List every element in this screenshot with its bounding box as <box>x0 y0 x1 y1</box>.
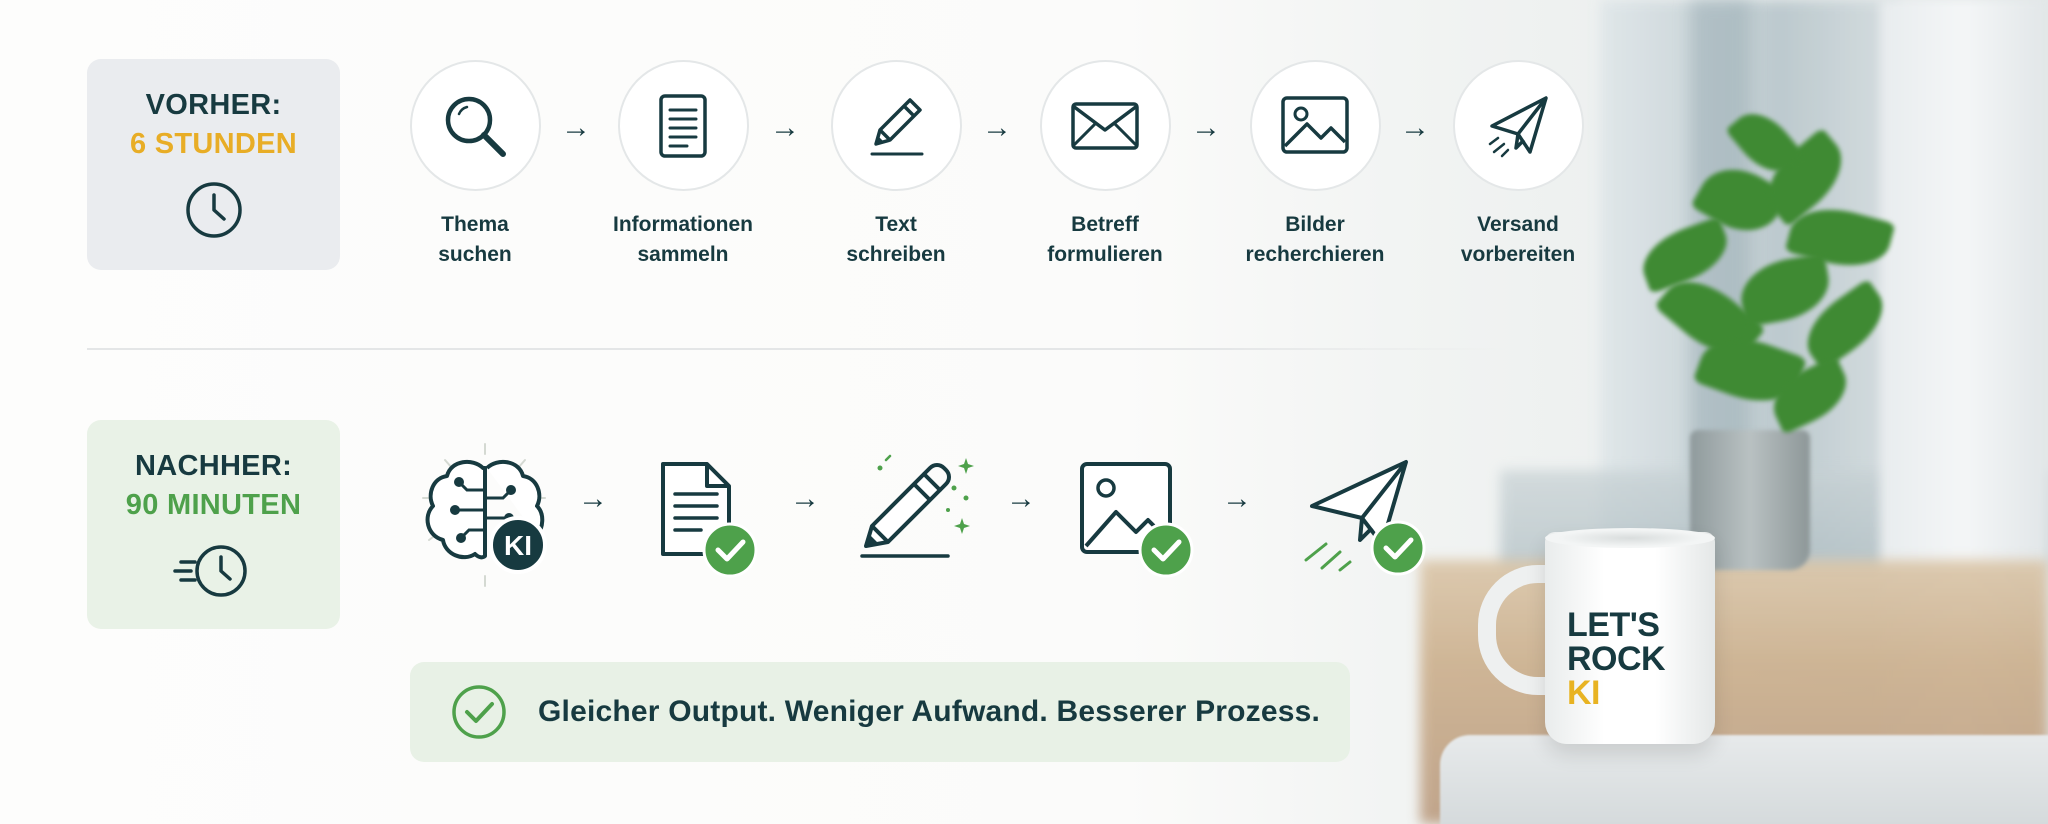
clock-icon <box>185 182 242 238</box>
document-check-icon <box>661 462 758 578</box>
step-circle <box>1039 60 1171 191</box>
envelope-icon <box>1071 101 1139 150</box>
section-divider <box>87 348 1507 350</box>
after-step-image-check <box>1078 460 1198 580</box>
ai-brain-icon: KI <box>422 443 547 587</box>
step-label-line1: Betreff <box>1071 213 1139 236</box>
step-circle <box>830 60 962 191</box>
paper-plane-check-icon <box>1304 460 1426 576</box>
pencil-sparkle-icon <box>860 454 974 558</box>
arrow-icon: → <box>561 111 591 144</box>
arrow-icon: → <box>1400 111 1430 144</box>
before-step-versand-vorbereiten: Versand vorbereiten <box>1418 60 1618 270</box>
after-step-paper-plane-check <box>1300 458 1430 578</box>
document-icon <box>659 93 707 158</box>
summary-text: Gleicher Output. Weniger Aufwand. Besser… <box>538 695 1321 728</box>
check-circle-icon <box>452 685 506 739</box>
image-icon <box>1281 95 1349 154</box>
mug-rim <box>1545 528 1715 548</box>
mug-logo-accent: KI <box>1567 674 1601 712</box>
arrow-icon: → <box>1191 111 1221 144</box>
after-step-document-check <box>655 458 759 578</box>
after-step-ai-brain: KI <box>415 440 555 590</box>
before-step-bilder-recherchieren: Bilder recherchieren <box>1215 60 1415 270</box>
fast-clock-icon <box>172 545 247 597</box>
after-label-box: NACHHER: 90 MINUTEN <box>87 420 340 629</box>
step-circle <box>1249 60 1381 191</box>
image-check-icon <box>1080 462 1194 578</box>
summary-banner: Gleicher Output. Weniger Aufwand. Besser… <box>410 662 1350 762</box>
arrow-icon: → <box>1222 482 1252 515</box>
step-label-line1: Bilder <box>1285 213 1345 236</box>
before-time: 6 STUNDEN <box>129 128 298 160</box>
before-step-informationen-sammeln: Informationen sammeln <box>583 60 783 270</box>
step-label-line2: vorbereiten <box>1460 243 1576 266</box>
mug-logo-line1: LET'S <box>1567 606 1660 644</box>
pencil-icon <box>870 97 924 155</box>
laptop <box>1440 735 2048 824</box>
step-label-line2: sammeln <box>637 243 729 266</box>
mug-logo-line2: ROCK <box>1567 640 1666 678</box>
paper-plane-icon <box>1488 95 1548 157</box>
before-step-text-schreiben: Text schreiben <box>796 60 996 270</box>
mug <box>1545 532 1715 744</box>
step-circle <box>617 60 749 191</box>
before-step-thema-suchen: Thema suchen <box>375 60 575 270</box>
arrow-icon: → <box>790 482 820 515</box>
step-label-line2: suchen <box>438 243 512 266</box>
arrow-icon: → <box>770 111 800 144</box>
ai-badge-label: KI <box>504 530 532 561</box>
step-label-line2: recherchieren <box>1245 243 1385 266</box>
before-label-box: VORHER: 6 STUNDEN <box>87 59 340 270</box>
after-step-pencil-sparkle <box>858 452 988 562</box>
after-time: 90 MINUTEN <box>125 489 302 521</box>
before-step-betreff-formulieren: Betreff formulieren <box>1005 60 1205 270</box>
step-label-line2: formulieren <box>1047 243 1163 266</box>
step-label-line1: Informationen <box>613 213 753 236</box>
arrow-icon: → <box>578 482 608 515</box>
step-circle <box>409 60 541 191</box>
after-title: NACHHER: <box>134 450 293 482</box>
step-label-line2: schreiben <box>846 243 946 266</box>
arrow-icon: → <box>982 111 1012 144</box>
step-circle <box>1452 60 1584 191</box>
arrow-icon: → <box>1006 482 1036 515</box>
magnifier-icon <box>445 96 506 157</box>
step-label-line1: Text <box>875 213 917 236</box>
mug-logo: LET'S ROCK KI <box>1567 608 1707 710</box>
step-label-line1: Thema <box>441 213 509 236</box>
step-label-line1: Versand <box>1477 213 1559 236</box>
before-title: VORHER: <box>145 89 282 121</box>
